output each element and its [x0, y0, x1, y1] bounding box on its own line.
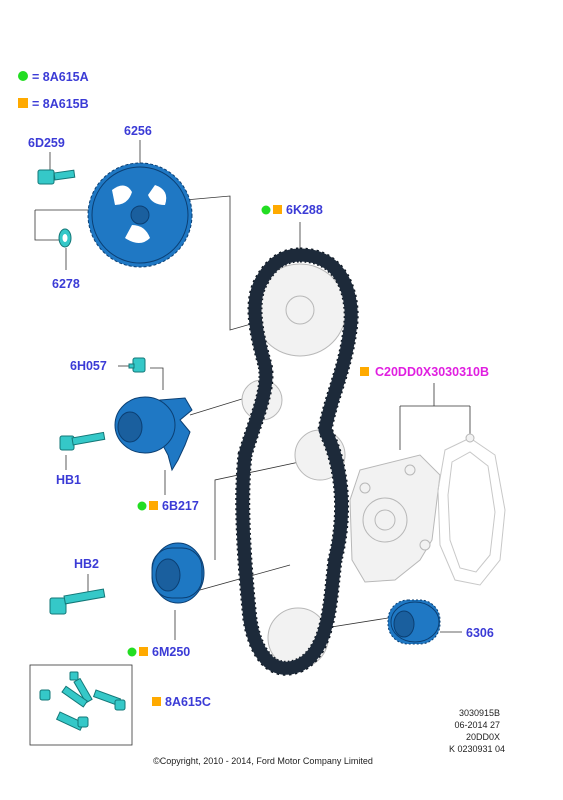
meta-line-4: K 0230931 04: [449, 744, 505, 754]
bolt-hb2: [49, 588, 106, 615]
6k288-orange-square-icon: [273, 205, 282, 214]
6k288-green-circle-icon: [261, 205, 271, 215]
camshaft-sprocket: [87, 162, 193, 268]
legend-orange-text: = 8A615B: [32, 97, 89, 111]
label-6d259: 6D259: [28, 136, 65, 150]
crank-sprocket-6306: [387, 599, 441, 645]
legend: = 8A615A = 8A615B: [18, 70, 89, 111]
gasket-ghost: [437, 433, 506, 586]
belt-ghost-pulleys: [241, 263, 347, 669]
bolt-hb1: [59, 431, 106, 451]
label-c20dd0x: C20DD0X3030310B: [375, 365, 489, 379]
6m250-orange-square-icon: [139, 647, 148, 656]
water-pump-ghost: [349, 454, 441, 583]
label-8a615c: 8A615C: [165, 695, 211, 709]
label-hb2: HB2: [74, 557, 99, 571]
legend-orange-square-icon: [18, 98, 28, 108]
meta-line-3: 20DD0X: [466, 732, 500, 742]
label-6256: 6256: [124, 124, 152, 138]
6m250-green-circle-icon: [127, 647, 137, 657]
bolt-6d259: [37, 169, 76, 185]
copyright-text: ©Copyright, 2010 - 2014, Ford Motor Comp…: [153, 756, 373, 766]
washer-6278: [58, 228, 72, 248]
6b217-orange-square-icon: [149, 501, 158, 510]
legend-green-text: = 8A615A: [32, 70, 89, 84]
label-6m250: 6M250: [152, 645, 190, 659]
8a615c-orange-square-icon: [152, 697, 161, 706]
label-hb1: HB1: [56, 473, 81, 487]
bolt-6h057: [128, 357, 146, 373]
idler-6m250: [151, 542, 205, 604]
meta-info: 3030915B 06-2014 27 20DD0X K 0230931 04: [449, 708, 505, 754]
6b217-green-circle-icon: [137, 501, 147, 511]
legend-green-circle-icon: [18, 71, 28, 81]
part-labels: 6D259 6256 6278 6K288 6H057 C20DD0X30303…: [28, 124, 494, 709]
label-6h057: 6H057: [70, 359, 107, 373]
label-6b217: 6B217: [162, 499, 199, 513]
label-6306: 6306: [466, 626, 494, 640]
tensioner-6b217: [114, 396, 193, 472]
c20dd0x-orange-square-icon: [360, 367, 369, 376]
label-6k288: 6K288: [286, 203, 323, 217]
bolt-kit-8a615c: [29, 664, 133, 746]
meta-line-1: 3030915B: [459, 708, 500, 718]
label-6278: 6278: [52, 277, 80, 291]
timing-belt: [235, 247, 359, 676]
meta-line-2: 06-2014 27: [454, 720, 500, 730]
